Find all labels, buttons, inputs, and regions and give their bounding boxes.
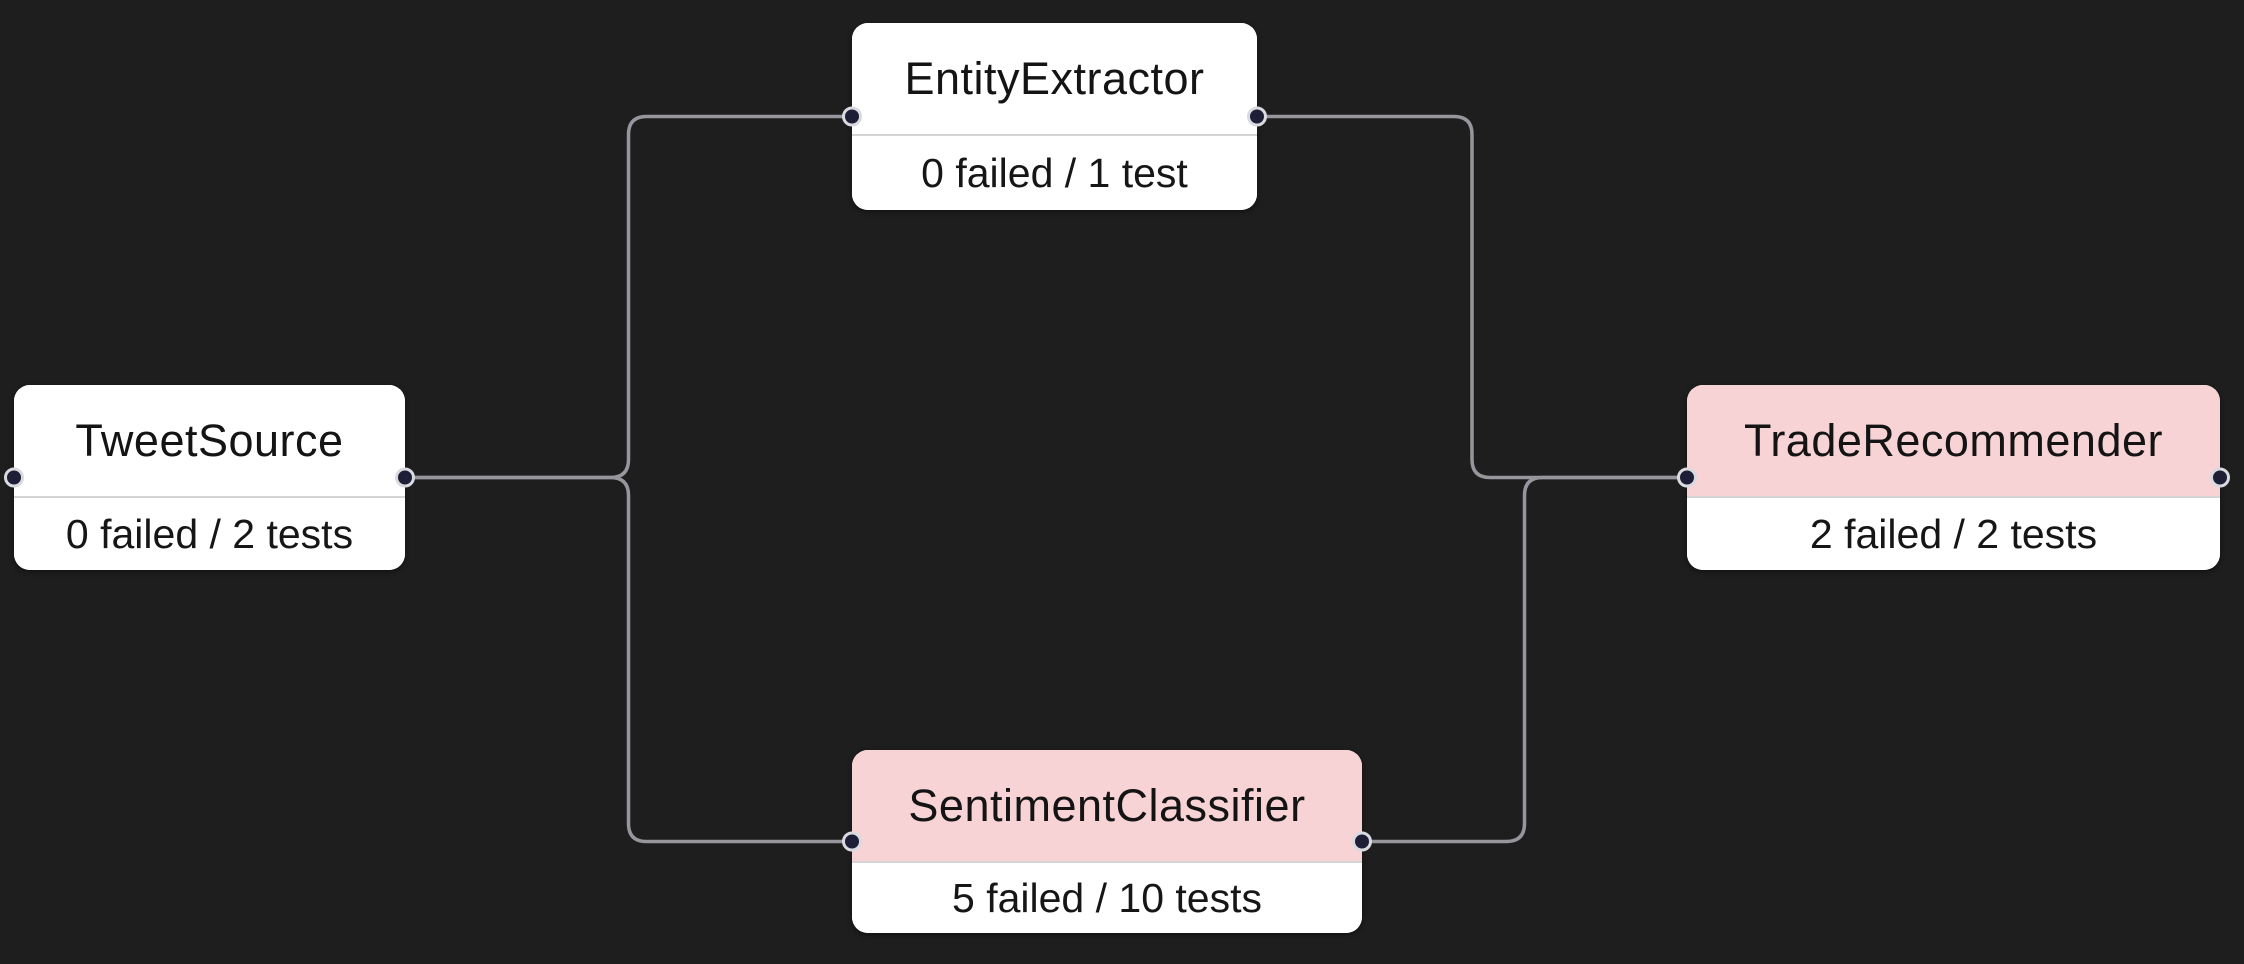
node-title: SentimentClassifier [908,779,1306,831]
port-source-sentimentclassifier-handle[interactable] [1352,831,1372,852]
node-header: TweetSource [14,385,405,498]
port-source-tweetsource-handle[interactable] [395,467,415,488]
edge-entityextractor-traderecommender[interactable] [1257,114,1687,480]
port-target-sentimentclassifier-handle[interactable] [842,831,862,852]
edge-tweetsource-entityextractor[interactable] [405,114,852,480]
edge-tweetsource-sentimentclassifier[interactable] [405,475,852,844]
port-source-traderecommender-handle[interactable] [2210,467,2230,488]
node-header: SentimentClassifier [852,750,1362,863]
node-title: TweetSource [75,414,344,466]
node-body: 5 failed / 10 tests [852,863,1362,933]
node-tweetsource[interactable]: TweetSource 0 failed / 2 tests [14,385,405,570]
node-title: TradeRecommender [1744,414,2163,466]
node-body: 0 failed / 2 tests [14,498,405,570]
port-target-entityextractor-handle[interactable] [842,106,862,127]
node-header: EntityExtractor [852,23,1257,136]
node-title: EntityExtractor [904,52,1205,104]
node-sentimentclassifier[interactable]: SentimentClassifier 5 failed / 10 tests [852,750,1362,933]
port-target-traderecommender-handle[interactable] [1677,467,1697,488]
node-test-stats: 0 failed / 2 tests [65,510,354,557]
node-entityextractor[interactable]: EntityExtractor 0 failed / 1 test [852,23,1257,210]
node-test-stats: 5 failed / 10 tests [952,874,1262,921]
port-source-entityextractor-handle[interactable] [1247,106,1267,127]
node-traderecommender[interactable]: TradeRecommender 2 failed / 2 tests [1687,385,2220,570]
node-body: 2 failed / 2 tests [1687,498,2220,570]
port-target-tweetsource-handle[interactable] [4,467,24,488]
node-test-stats: 2 failed / 2 tests [1809,510,2098,557]
node-header: TradeRecommender [1687,385,2220,498]
node-body: 0 failed / 1 test [852,136,1257,210]
edge-sentimentclassifier-traderecommender[interactable] [1362,475,1687,844]
node-test-stats: 0 failed / 1 test [921,149,1188,196]
